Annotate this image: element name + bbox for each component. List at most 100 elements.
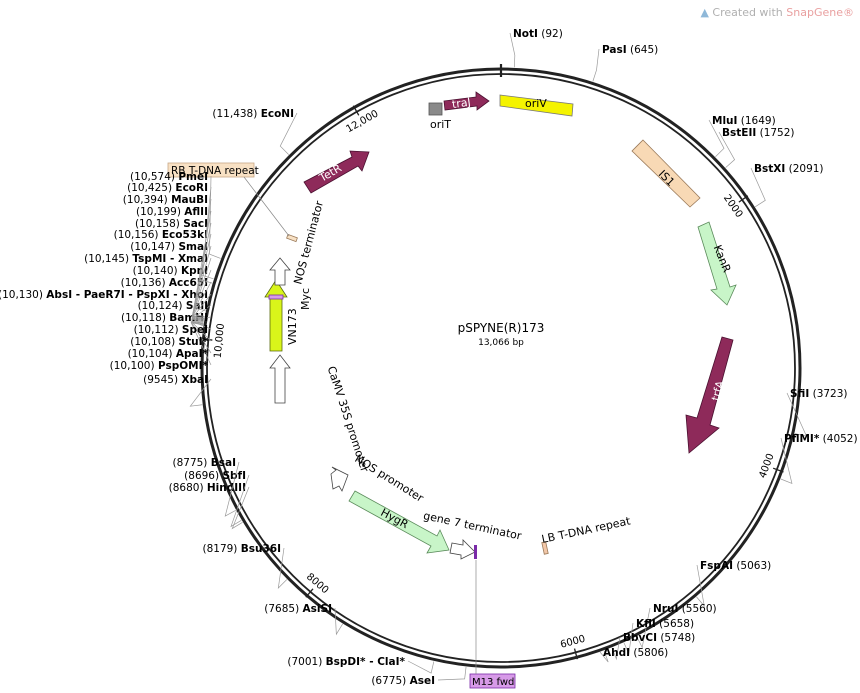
site-leader-line bbox=[191, 316, 212, 323]
site-ecori[interactable]: (10,425) EcoRI bbox=[127, 182, 214, 280]
site-maubi[interactable]: (10,394) MauBI bbox=[123, 194, 213, 284]
site-bsteii[interactable]: BstEII (1752) bbox=[718, 127, 795, 168]
site-pasi[interactable]: PasI (645) bbox=[592, 44, 658, 82]
site-mlui[interactable]: MluI (1649) bbox=[708, 115, 776, 158]
site-label: (8775) BsaI bbox=[172, 457, 236, 469]
site-position: (1649) bbox=[737, 115, 775, 127]
feature-myc-shape[interactable] bbox=[268, 294, 284, 300]
feature-gene7-shape[interactable] bbox=[449, 539, 476, 560]
site-label: (10,112) SpeI bbox=[134, 324, 208, 336]
site-noti[interactable]: NotI (92) bbox=[509, 28, 563, 68]
m13-box-label: M13 fwd bbox=[472, 677, 514, 688]
site-leader-line bbox=[279, 112, 298, 155]
site-position: (6775) bbox=[371, 675, 409, 687]
site-position: (10,108) bbox=[130, 336, 178, 348]
site-label: MluI (1649) bbox=[712, 115, 776, 127]
feature-hygr-shape[interactable] bbox=[348, 490, 450, 554]
feature-is1-shape[interactable] bbox=[631, 139, 701, 208]
site-pspomi-[interactable]: (10,100) PspOMI* bbox=[110, 322, 212, 372]
site-sfii[interactable]: SfiI (3723) bbox=[786, 388, 848, 437]
site-leader-line bbox=[192, 222, 212, 317]
feature-camv-shape[interactable] bbox=[269, 354, 291, 404]
site-smai[interactable]: (10,147) SmaI bbox=[130, 241, 212, 319]
site-position: (8680) bbox=[169, 482, 207, 494]
site-name: KflI bbox=[636, 618, 656, 630]
tick-mark bbox=[201, 338, 213, 341]
site-name: AhdI bbox=[603, 647, 630, 659]
site-name: AsiSI bbox=[303, 603, 332, 615]
site-absi-paer7i-pspxi-xhoi[interactable]: (10,130) AbsI - PaeR7I - PspXI - XhoI bbox=[0, 289, 212, 321]
site-bsai[interactable]: (8775) BsaI bbox=[172, 457, 240, 517]
site-pflmi-[interactable]: PflMI* (4052) bbox=[780, 433, 858, 485]
rb-repeat-leader bbox=[243, 176, 290, 237]
site-label: NotI (92) bbox=[513, 28, 563, 40]
site-asisi[interactable]: (7685) AsiSI bbox=[264, 603, 343, 636]
site-eco53ki[interactable]: (10,156) Eco53kI bbox=[114, 229, 212, 317]
site-name: BstXI bbox=[754, 163, 785, 175]
site-name: HindIII bbox=[207, 482, 246, 494]
site-leader-line bbox=[334, 607, 343, 636]
site-name: SbfI bbox=[222, 470, 246, 482]
site-bbvci[interactable]: BbvCI (5748) bbox=[611, 632, 695, 661]
site-label: (10,425) EcoRI bbox=[127, 182, 208, 194]
site-bspdi-clai-[interactable]: (7001) BspDI* - ClaI* bbox=[287, 656, 435, 674]
feature-orit-shape[interactable] bbox=[428, 102, 443, 116]
site-position: (92) bbox=[538, 28, 563, 40]
feature-rb-repeat-shape[interactable] bbox=[286, 233, 298, 243]
feature-kanr-shape[interactable] bbox=[697, 221, 737, 306]
site-fspai[interactable]: FspAI (5063) bbox=[696, 560, 771, 608]
site-pmei[interactable]: (10,574) PmeI bbox=[130, 171, 221, 259]
site-position: (5806) bbox=[630, 647, 668, 659]
site-position: (10,130) bbox=[0, 289, 46, 301]
site-kfli[interactable]: KflI (5658) bbox=[623, 618, 694, 655]
site-leader-line bbox=[437, 666, 467, 681]
site-hindiii[interactable]: (8680) HindIII bbox=[169, 482, 250, 530]
site-label: (10,100) PspOMI* bbox=[110, 360, 209, 372]
site-apai-[interactable]: (10,104) ApaI* bbox=[128, 321, 212, 360]
feature-lb-repeat-shape[interactable] bbox=[541, 541, 549, 555]
site-label: AhdI (5806) bbox=[603, 647, 668, 659]
site-sbfi[interactable]: (8696) SbfI bbox=[184, 470, 250, 528]
site-label: (10,136) Acc65I bbox=[121, 277, 208, 289]
feature-trfa-shape[interactable] bbox=[685, 336, 734, 454]
tick-label: 6000 bbox=[559, 634, 586, 651]
site-spei[interactable]: (10,112) SpeI bbox=[134, 320, 212, 336]
site-nrui[interactable]: NruI (5560) bbox=[636, 603, 717, 649]
site-econi[interactable]: (11,438) EcoNI bbox=[212, 108, 298, 155]
feature-vn173-label: VN173 bbox=[286, 308, 299, 345]
site-stui-[interactable]: (10,108) StuI* bbox=[130, 321, 212, 348]
site-ahdi[interactable]: AhdI (5806) bbox=[599, 647, 668, 663]
feature-oriv-shape[interactable] bbox=[499, 94, 574, 117]
site-label: (8680) HindIII bbox=[169, 482, 246, 494]
site-name: AflII bbox=[184, 206, 208, 218]
site-name: BbvCI bbox=[623, 632, 657, 644]
site-bsu36i[interactable]: (8179) Bsu36I bbox=[202, 543, 288, 589]
tick-mark bbox=[573, 648, 578, 660]
feature-m13-shape[interactable] bbox=[474, 545, 477, 559]
site-bstxi[interactable]: BstXI (2091) bbox=[750, 163, 824, 208]
rb-repeat-box-label: RB T-DNA repeat bbox=[171, 165, 259, 177]
site-label: BbvCI (5748) bbox=[623, 632, 695, 644]
feature-nos-terminator-shape[interactable] bbox=[269, 257, 291, 286]
site-label: PflMI* (4052) bbox=[784, 433, 858, 445]
site-xbai[interactable]: (9545) XbaI bbox=[143, 374, 212, 407]
site-name: PflMI* bbox=[784, 433, 820, 445]
site-leader-line bbox=[750, 167, 766, 208]
site-label: (9545) XbaI bbox=[143, 374, 208, 386]
snapgene-logo-icon: ▲ bbox=[700, 6, 709, 19]
site-name: BstEII bbox=[722, 127, 756, 139]
tick-mark bbox=[738, 195, 749, 203]
feature-vn173-shape[interactable] bbox=[264, 279, 288, 352]
site-label: (10,104) ApaI* bbox=[128, 348, 209, 360]
site-label: NruI (5560) bbox=[653, 603, 717, 615]
feature-tetr-shape[interactable] bbox=[303, 150, 370, 194]
site-name: ApaI* bbox=[176, 348, 209, 360]
site-name: AseI bbox=[410, 675, 435, 687]
site-saci[interactable]: (10,158) SacI bbox=[135, 218, 212, 317]
site-leader-line bbox=[191, 245, 212, 319]
feature-nos-promoter-shape[interactable] bbox=[330, 466, 349, 492]
site-label: (10,108) StuI* bbox=[130, 336, 208, 348]
site-asei[interactable]: (6775) AseI bbox=[371, 666, 467, 687]
feature-traj-shape[interactable] bbox=[443, 91, 490, 111]
